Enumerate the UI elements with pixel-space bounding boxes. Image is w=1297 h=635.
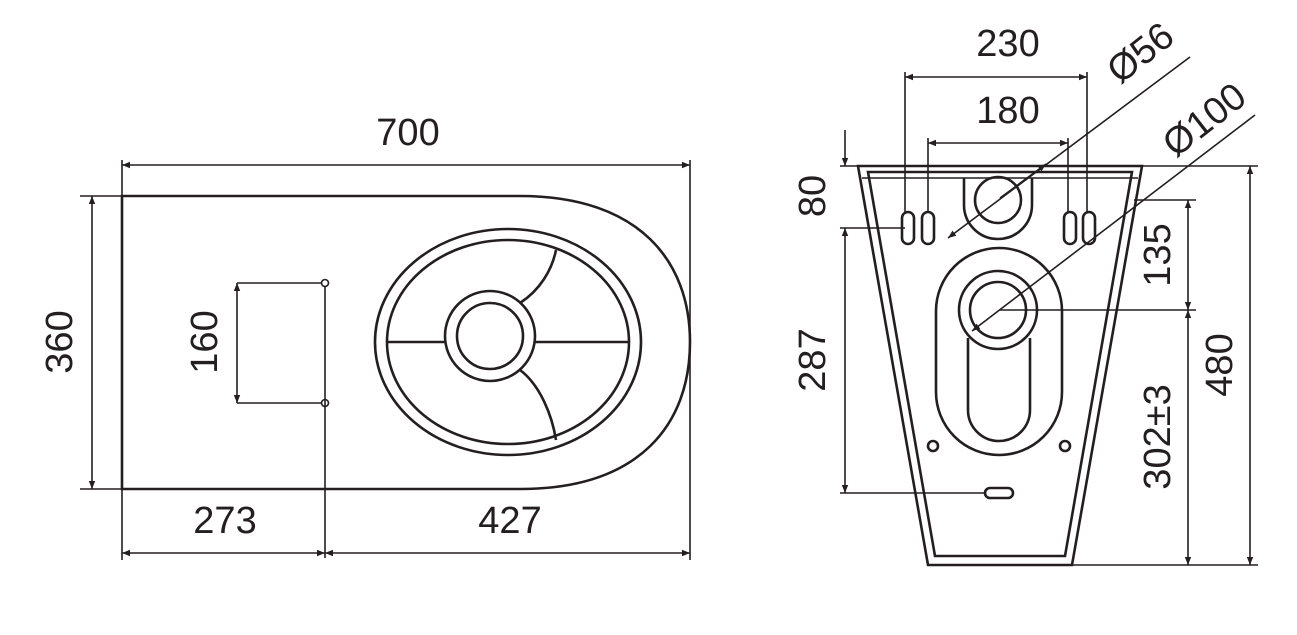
dim-height: 480 (1199, 333, 1241, 396)
fixing-hole (320, 278, 330, 288)
bowl-spokes (388, 249, 628, 441)
mount-hole (926, 439, 940, 453)
dim-length: 700 (376, 112, 439, 154)
dim-outlet-diameter: Ø100 (1155, 75, 1254, 165)
outlet-slot (966, 338, 1032, 443)
inlet-recess (962, 178, 1034, 241)
dim-bolts-to-lower-hole: 287 (792, 328, 834, 391)
dim-width: 360 (39, 310, 81, 373)
outlet-plate (934, 246, 1064, 457)
leader-d100 (971, 114, 1256, 332)
top-view: 700 360 160 273 427 (39, 112, 692, 560)
dim-inlet-diameter: Ø56 (1100, 15, 1182, 92)
body-inner (866, 170, 1134, 558)
leader-d56 (947, 56, 1191, 239)
bolt-slot (1081, 210, 1097, 246)
bolt-slot (920, 210, 936, 246)
dim-top-to-bolts: 80 (792, 175, 834, 217)
dim-inner-bolt-spacing: 180 (976, 90, 1039, 132)
rear-view: 230 180 Ø56 Ø100 80 287 135 302±3 480 (792, 15, 1258, 567)
inlet-circle (973, 175, 1023, 225)
bowl-rim-outer (373, 227, 643, 457)
lower-slot (983, 486, 1015, 500)
dim-hole-spacing: 160 (184, 310, 226, 373)
dim-outlet-height: 302±3 (1137, 384, 1179, 489)
bolt-slot (1062, 210, 1078, 246)
dim-outer-bolt-spacing: 230 (976, 23, 1039, 65)
mount-hole (1058, 439, 1072, 453)
dim-rear-to-holes: 273 (193, 500, 256, 542)
dim-holes-to-front: 427 (478, 500, 541, 542)
bowl-rim-inner (385, 238, 631, 446)
dim-top-to-outlet: 135 (1137, 223, 1179, 286)
drain-outer (443, 289, 537, 383)
drain-inner (455, 301, 525, 371)
